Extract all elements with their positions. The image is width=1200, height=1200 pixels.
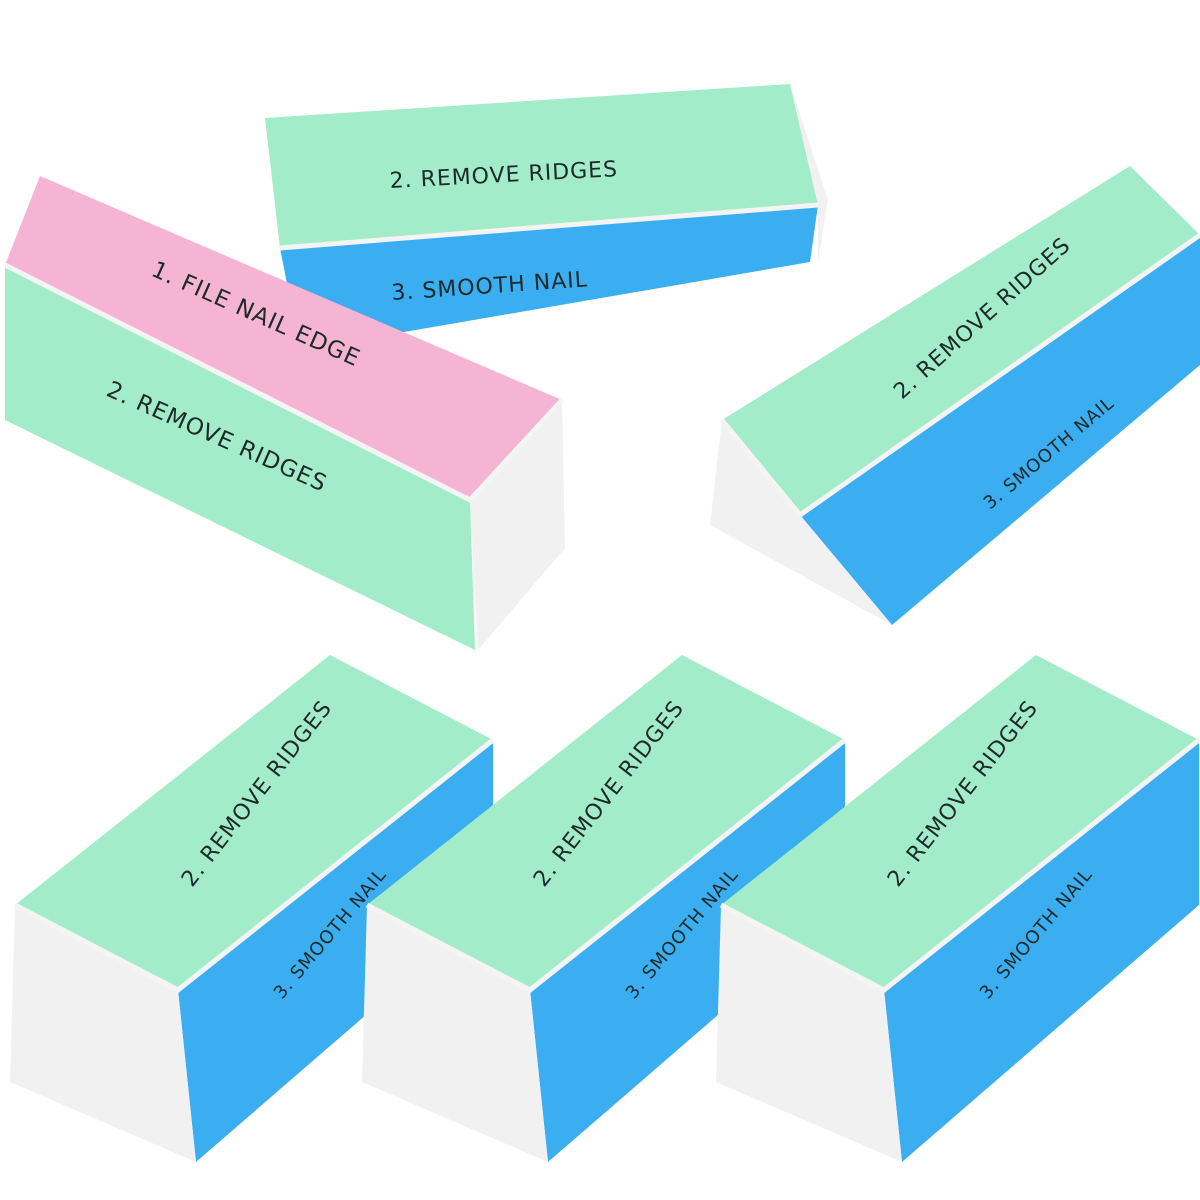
block-face-blue bbox=[280, 205, 818, 350]
block-face-blue bbox=[178, 740, 493, 1162]
block-face-green bbox=[15, 655, 493, 990]
block-face-blue bbox=[530, 740, 845, 1162]
block-end-white bbox=[10, 905, 196, 1162]
block-end-white bbox=[790, 84, 828, 262]
block-end-white bbox=[716, 905, 902, 1162]
block-face-blue bbox=[800, 235, 1200, 625]
buffer-block-1: 2. REMOVE RIDGES 3. SMOOTH NAIL bbox=[265, 84, 828, 350]
buffer-block-2: 1. FILE NAIL EDGE 2. REMOVE RIDGES bbox=[3, 176, 565, 650]
block-face-green bbox=[367, 655, 845, 990]
block-face-green bbox=[722, 166, 1200, 515]
block-end-white bbox=[710, 420, 892, 625]
buffer-block-4: 2. REMOVE RIDGES 3. SMOOTH NAIL bbox=[10, 655, 495, 1162]
block-face-blue bbox=[884, 740, 1199, 1162]
buffer-block-6: 2. REMOVE RIDGES 3. SMOOTH NAIL bbox=[716, 655, 1200, 1162]
block-face-green bbox=[5, 265, 475, 650]
block-face-green bbox=[265, 84, 818, 248]
block-end-white bbox=[470, 400, 565, 650]
block-face-green bbox=[721, 655, 1199, 990]
block-face-pink bbox=[5, 176, 562, 500]
block-end-white bbox=[362, 905, 548, 1162]
